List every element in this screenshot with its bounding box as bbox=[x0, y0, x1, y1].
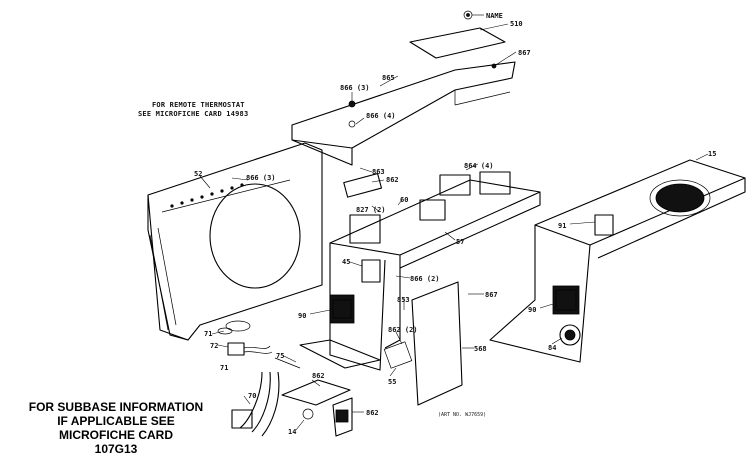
callout-70: 70 bbox=[248, 392, 256, 400]
callout-865: 865 bbox=[382, 74, 395, 82]
callout-60: 60 bbox=[400, 196, 408, 204]
callout-862-2: 862 (2) bbox=[388, 326, 418, 334]
remote-thermostat-note-line2: SEE MICROFICHE CARD 14983 bbox=[138, 110, 248, 118]
callout-52: 52 bbox=[194, 170, 202, 178]
callout-863: 863 bbox=[372, 168, 385, 176]
control-panel-box bbox=[299, 171, 541, 371]
callout-866-3-top: 866 (3) bbox=[340, 84, 370, 92]
subbase-note-line4: 107G13 bbox=[94, 442, 138, 456]
callout-57: 57 bbox=[456, 238, 464, 246]
callout-71-upper: 71 bbox=[204, 330, 212, 338]
upper-bracket bbox=[291, 61, 516, 166]
callout-72: 72 bbox=[210, 342, 218, 350]
subbase-note-line2: IF APPLICABLE SEE bbox=[57, 414, 175, 428]
callout-91: 91 bbox=[558, 222, 566, 230]
callout-15: 15 bbox=[708, 150, 716, 158]
callout-45: 45 bbox=[342, 258, 350, 266]
right-chassis-tray bbox=[489, 159, 746, 363]
callout-827-2: 827 (2) bbox=[356, 206, 386, 214]
top-cover-plate bbox=[409, 10, 506, 59]
callout-75: 75 bbox=[276, 352, 284, 360]
callout-866-2: 866 (2) bbox=[410, 275, 440, 283]
callout-90-right: 90 bbox=[528, 306, 536, 314]
callout-867-right: 867 bbox=[485, 291, 498, 299]
callout-510: 510 bbox=[510, 20, 523, 28]
leader-lines bbox=[199, 14, 709, 431]
remote-thermostat-note-line1: FOR REMOTE THERMOSTAT bbox=[152, 101, 245, 109]
callout-568: 568 bbox=[474, 345, 487, 353]
callout-866-4: 866 (4) bbox=[366, 112, 396, 120]
lower-bracket bbox=[281, 379, 353, 437]
callout-71-lower: 71 bbox=[220, 364, 228, 372]
callout-14: 14 bbox=[288, 428, 296, 436]
callout-864-4: 864 (4) bbox=[464, 162, 494, 170]
callout-862-right: 862 bbox=[366, 409, 379, 417]
access-cover-plate bbox=[383, 281, 463, 406]
callout-862-lower: 862 bbox=[312, 372, 325, 380]
callout-867-top: 867 bbox=[518, 49, 531, 57]
callout-name: NAME bbox=[486, 12, 503, 20]
art-number: (ART NO. WJ7659) bbox=[438, 412, 486, 418]
subbase-note-line3: MICROFICHE CARD bbox=[59, 428, 173, 442]
wiring-parts bbox=[217, 320, 301, 437]
callout-84: 84 bbox=[548, 344, 556, 352]
callout-853: 853 bbox=[397, 296, 410, 304]
callout-55: 55 bbox=[388, 378, 396, 386]
subbase-note-line1: FOR SUBBASE INFORMATION bbox=[28, 400, 204, 414]
callout-90-left: 90 bbox=[298, 312, 306, 320]
callout-866-3-shroud: 866 (3) bbox=[246, 174, 276, 182]
callout-labels: NAME 510 867 865 866 (3) 866 (4) 863 862… bbox=[194, 12, 716, 436]
subbase-note: FOR SUBBASE INFORMATION IF APPLICABLE SE… bbox=[16, 400, 216, 456]
callout-862-center: 862 bbox=[386, 176, 399, 184]
shroud-rivets bbox=[170, 183, 244, 208]
fan-shroud-panel bbox=[147, 142, 323, 341]
